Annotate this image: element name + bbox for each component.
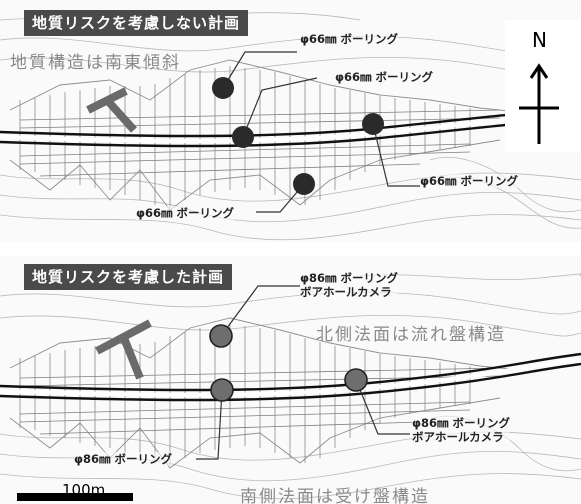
map-panel-with-risk: 地質リスクを考慮した計画 φ86㎜ ボーリング ボアホールカメラ 北側法面は流れ… (0, 256, 581, 504)
boring-label: φ66㎜ ボーリング (136, 206, 235, 220)
boring-point-marker (210, 378, 234, 402)
boring-label-north: φ86㎜ ボーリング ボアホールカメラ (300, 271, 399, 299)
boring-point-marker (362, 113, 384, 135)
scale-bar-label: 100m (62, 481, 106, 499)
boring-label-east: φ86㎜ ボーリング ボアホールカメラ (412, 416, 511, 444)
plan-title-top: 地質リスクを考慮しない計画 (24, 10, 249, 36)
boring-point-marker (293, 173, 315, 195)
boring-label-south: φ86㎜ ボーリング (74, 452, 173, 466)
map-panel-without-risk: 地質リスクを考慮しない計画 地質構造は南東傾斜 φ66㎜ ボーリング φ66㎜ … (0, 0, 581, 242)
south-slope-note: 南側法面は受け盤構造 (240, 487, 430, 504)
plan-title-bottom: 地質リスクを考慮した計画 (24, 264, 233, 290)
scale-bar (17, 493, 133, 501)
terrain-map-top (0, 12, 581, 241)
geology-dip-symbol-top (86, 87, 137, 133)
terrain-map-bottom (0, 273, 581, 501)
north-letter: N (532, 28, 547, 52)
boring-label: φ66㎜ ボーリング (300, 32, 399, 46)
boring-point-marker (209, 324, 233, 348)
geology-dip-symbol-bottom (95, 319, 152, 380)
geology-structure-note: 地質構造は南東傾斜 (10, 53, 181, 73)
north-slope-note: 北側法面は流れ盤構造 (316, 325, 506, 345)
boring-point-marker (344, 368, 368, 392)
north-arrow-icon (519, 63, 559, 144)
boring-point-marker (232, 126, 254, 148)
boring-label: φ66㎜ ボーリング (335, 70, 434, 84)
north-arrow: N (505, 20, 581, 152)
boring-point-marker (212, 77, 234, 99)
boring-label: φ66㎜ ボーリング (420, 174, 519, 188)
